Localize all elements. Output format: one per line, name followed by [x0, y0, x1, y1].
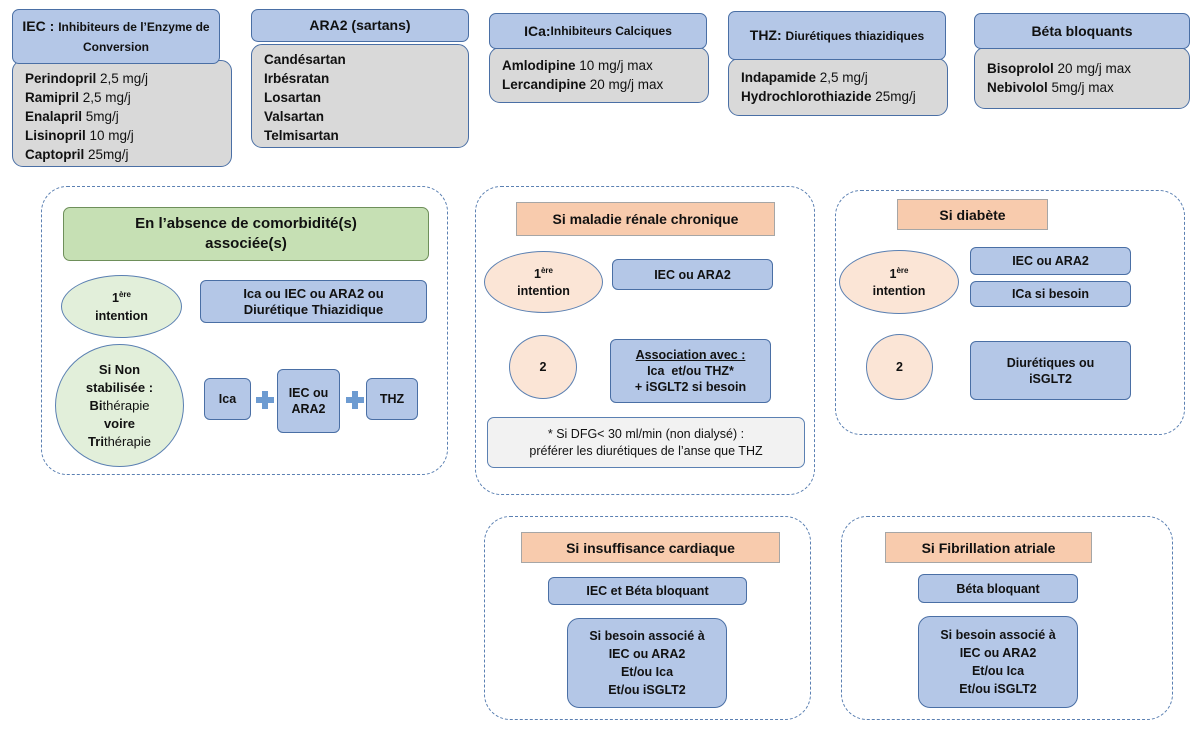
renal-second-treatment: Association avec : Ica et/ou THZ* + iSGL…: [610, 339, 771, 403]
iec-header: IEC : Inhibiteurs de l’Enzyme de Convers…: [12, 9, 220, 64]
afib-first-treatment: Béta bloquant: [918, 574, 1078, 603]
thz-subtitle: Diurétiques thiazidiques: [785, 28, 925, 43]
ara2-drug-list: Candésartan Irbésratan Losartan Valsarta…: [251, 44, 469, 148]
renal-title: Si maladie rénale chronique: [516, 202, 775, 236]
diabetes-first-ellipse: 1ère intention: [839, 250, 959, 314]
non-stabilised-ellipse: Si Non stabilisée : Bithérapie voire Tri…: [55, 344, 184, 467]
ara2-header: ARA2 (sartans): [251, 9, 469, 42]
bb-title: Béta bloquants: [1031, 22, 1133, 39]
heart-failure-association: Si besoin associé à IEC ou ARA2 Et/ou Ic…: [567, 618, 727, 708]
diabetes-first-treatment: IEC ou ARA2: [970, 247, 1131, 275]
ara2-title: ARA2 (sartans): [309, 17, 411, 33]
afib-association: Si besoin associé à IEC ou ARA2 Et/ou Ic…: [918, 616, 1078, 708]
ica-subtitle: Inhibiteurs Calciques: [550, 23, 672, 38]
ica-drug-list: Amlodipine 10 mg/j max Lercandipine 20 m…: [489, 47, 709, 103]
renal-note: * Si DFG< 30 ml/min (non dialysé) : préf…: [487, 417, 805, 468]
heart-failure-title: Si insuffisance cardiaque: [521, 532, 780, 563]
list-item: Irbésratan: [264, 71, 330, 86]
no-comorbidity-title-text: En l’absence de comorbidité(s) associée(…: [135, 215, 357, 252]
thz-header: THZ: Diurétiques thiazidiques: [728, 11, 946, 60]
iec-title: IEC: [22, 17, 46, 34]
renal-first-ellipse: 1ère intention: [484, 251, 603, 313]
combo-ica: Ica: [204, 378, 251, 420]
ica-title: ICa: [524, 22, 546, 39]
first-intention-treatment: Ica ou IEC ou ARA2 ou Diurétique Thiazid…: [200, 280, 427, 323]
list-item: Bisoprolol 20 mg/j max: [987, 61, 1132, 76]
no-comorbidity-title: En l’absence de comorbidité(s) associée(…: [63, 207, 429, 261]
iec-subtitle: Inhibiteurs de l’Enzyme de Conversion: [58, 19, 210, 54]
list-item: Valsartan: [264, 109, 325, 124]
list-item: Perindopril 2,5 mg/j: [25, 71, 149, 86]
list-item: Amlodipine 10 mg/j max: [502, 58, 653, 73]
afib-title: Si Fibrillation atriale: [885, 532, 1092, 563]
list-item: Enalapril 5mg/j: [25, 109, 119, 124]
list-item: Captopril 25mg/j: [25, 147, 129, 162]
diabetes-second-ellipse: 2: [866, 334, 933, 400]
diabetes-first-treatment-2: ICa si besoin: [970, 281, 1131, 307]
diabetes-title: Si diabète: [897, 199, 1048, 230]
ica-title-sep: :: [545, 22, 551, 39]
list-item: Losartan: [264, 90, 322, 105]
heart-failure-first-treatment: IEC et Béta bloquant: [548, 577, 747, 605]
iec-drug-list: Perindopril 2,5 mg/j Ramipril 2,5 mg/j E…: [12, 60, 232, 167]
iec-title-sep: :: [45, 17, 59, 34]
ica-header: ICa : Inhibiteurs Calciques: [489, 13, 707, 49]
list-item: Telmisartan: [264, 128, 339, 143]
combo-thz: THZ: [366, 378, 418, 420]
plus-icon: [256, 391, 274, 409]
list-item: Indapamide 2,5 mg/j: [741, 70, 868, 85]
list-item: Lercandipine 20 mg/j max: [502, 77, 664, 92]
list-item: Nebivolol 5mg/j max: [987, 80, 1114, 95]
plus-icon: [346, 391, 364, 409]
bb-header: Béta bloquants: [974, 13, 1190, 49]
thz-drug-list: Indapamide 2,5 mg/j Hydrochlorothiazide …: [728, 58, 948, 116]
bb-drug-list: Bisoprolol 20 mg/j max Nebivolol 5mg/j m…: [974, 47, 1190, 109]
renal-second-ellipse: 2: [509, 335, 577, 399]
diabetes-second-treatment: Diurétiques ou iSGLT2: [970, 341, 1131, 400]
first-intention-ellipse: 1ère intention: [61, 275, 182, 338]
renal-first-treatment: IEC ou ARA2: [612, 259, 773, 290]
thz-title: THZ:: [749, 26, 782, 43]
list-item: Ramipril 2,5 mg/j: [25, 90, 131, 105]
list-item: Lisinopril 10 mg/j: [25, 128, 134, 143]
combo-iec-ara2: IEC ou ARA2: [277, 369, 340, 433]
list-item: Hydrochlorothiazide 25mg/j: [741, 89, 916, 104]
list-item: Candésartan: [264, 52, 346, 67]
